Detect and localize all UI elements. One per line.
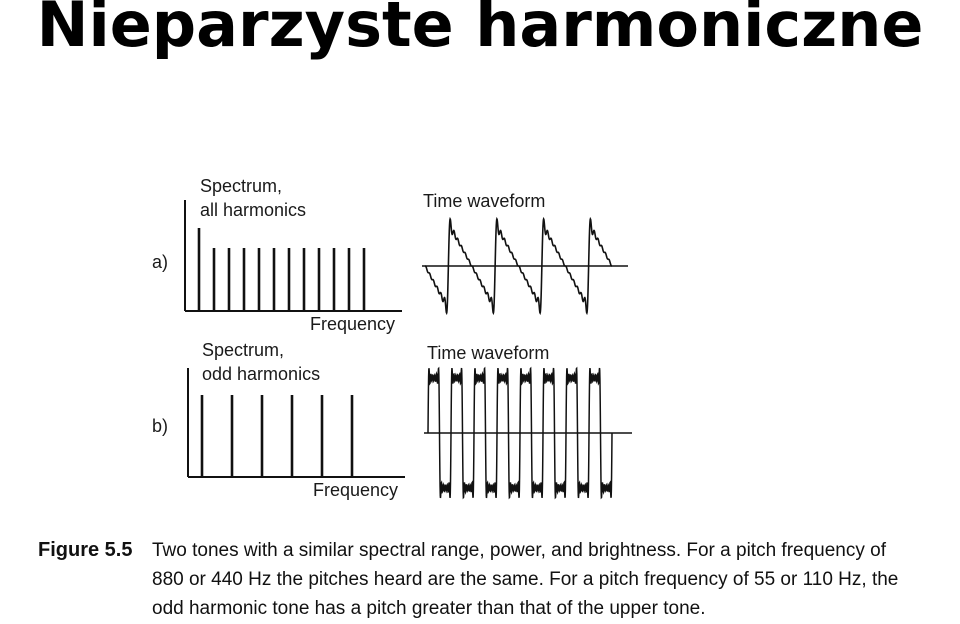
panel-b-label: b) (152, 416, 168, 436)
panel-b-spectrum-title-line1: Spectrum, (202, 340, 284, 360)
panel-b-waveform-title: Time waveform (427, 343, 549, 363)
panel-b-waveform (427, 366, 613, 500)
caption-line: 880 or 440 Hz the pitches heard are the … (152, 569, 899, 590)
panel-a-waveform-title: Time waveform (423, 191, 545, 211)
panel-a-label: a) (152, 252, 168, 272)
panel-a-spectrum-title-line2: all harmonics (200, 200, 306, 220)
panel-a-spectrum-xlabel: Frequency (310, 314, 395, 334)
panel-b: b) Spectrum, odd harmonics Frequency Tim… (152, 340, 632, 500)
panel-a-spectrum-lines (197, 228, 366, 311)
panel-b-spectrum-xlabel: Frequency (313, 480, 398, 500)
caption-line: Two tones with a similar spectral range,… (152, 540, 886, 561)
panel-a-spectrum-title-line1: Spectrum, (200, 176, 282, 196)
slide-title: Nieparzyste harmoniczne (36, 0, 924, 61)
panel-a: a) Spectrum, all harmonics Frequency Tim… (152, 176, 628, 334)
panel-a-waveform (424, 216, 613, 316)
caption-line: odd harmonic tone has a pitch greater th… (152, 598, 706, 619)
panel-b-spectrum-lines (200, 395, 354, 477)
figure-caption-label: Figure 5.5 (38, 539, 133, 561)
figure-caption: Two tones with a similar spectral range,… (152, 536, 952, 623)
panel-b-spectrum-title-line2: odd harmonics (202, 364, 320, 384)
